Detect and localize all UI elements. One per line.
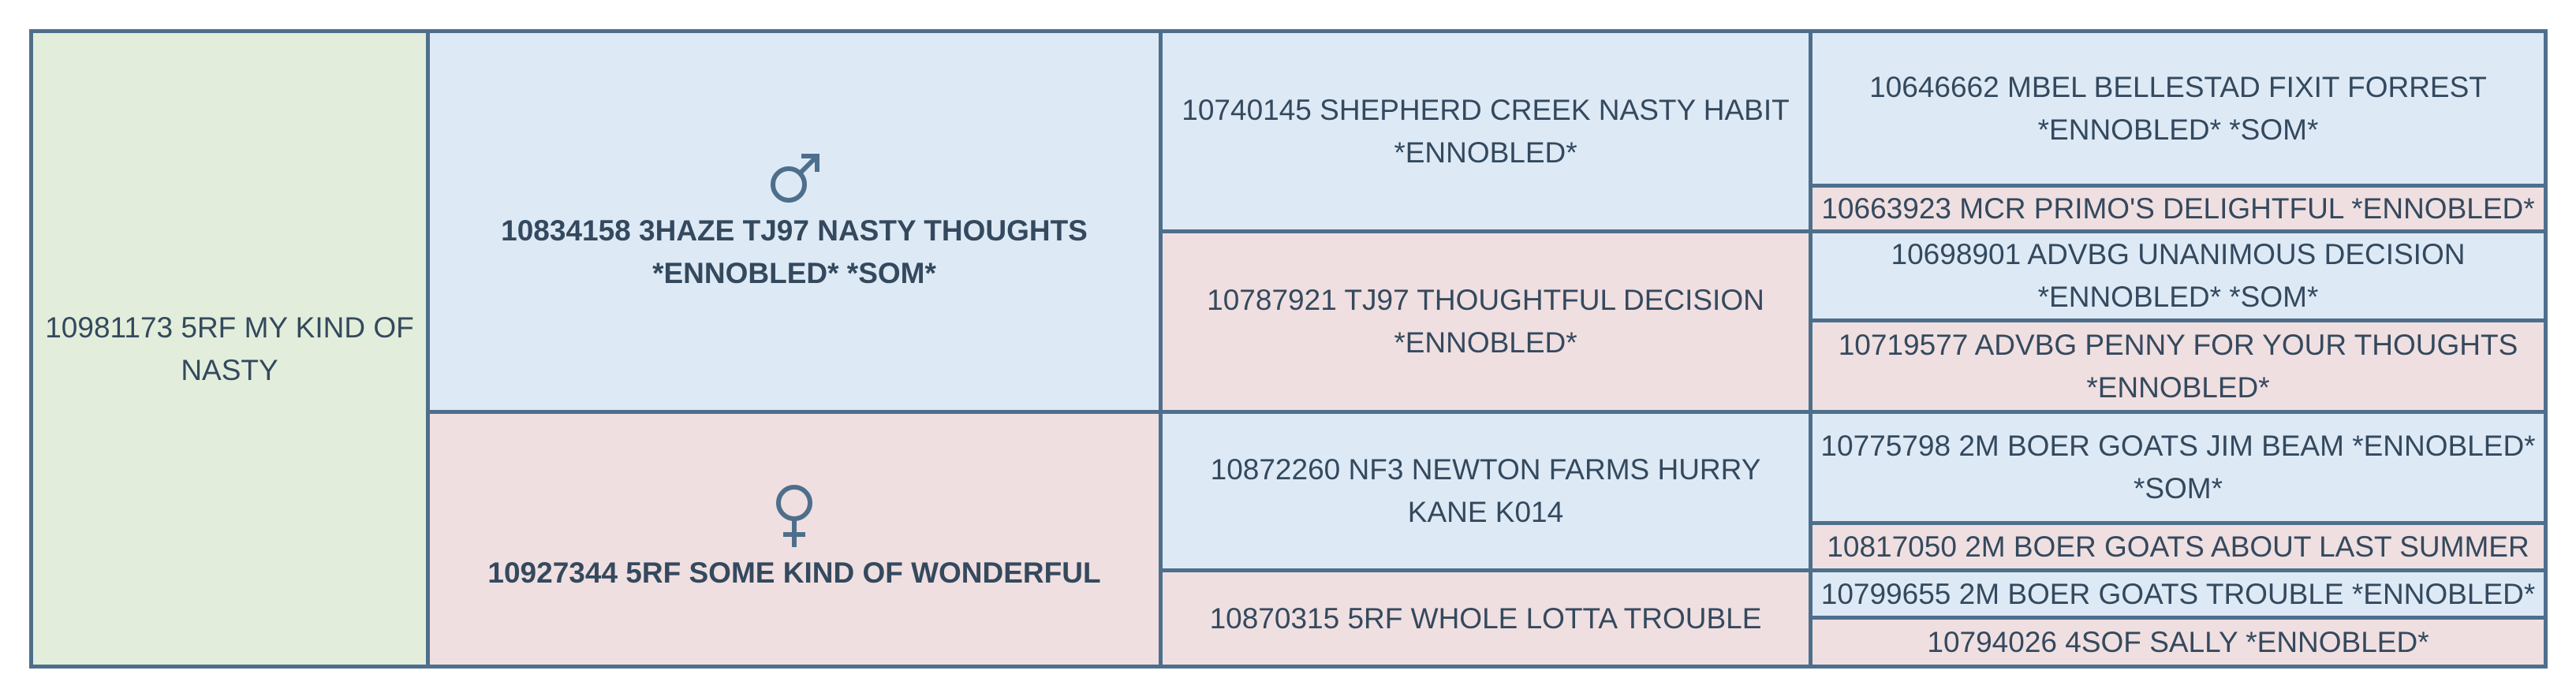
gen3-name-6: 10817050 2M BOER GOATS ABOUT LAST SUMMER xyxy=(1827,530,2529,563)
gen3-name-1: 10646662 MBEL BELLESTAD FIXIT FORREST *E… xyxy=(1869,70,2487,146)
sire-sire-name: 10740145 SHEPHERD CREEK NASTY HABIT *ENN… xyxy=(1182,93,1790,169)
dam-sire-name: 10872260 NF3 NEWTON FARMS HURRY KANE K01… xyxy=(1210,453,1761,528)
sire-dam-name: 10787921 TJ97 THOUGHTFUL DECISION *ENNOB… xyxy=(1207,284,1764,359)
gen3-cell-2[interactable]: 10663923 MCR PRIMO'S DELIGHTFUL *ENNOBLE… xyxy=(1813,188,2544,229)
sire-name: 10834158 3HAZE TJ97 NASTY THOUGHTS *ENNO… xyxy=(501,214,1088,289)
sire-dam-cell[interactable]: 10787921 TJ97 THOUGHTFUL DECISION *ENNOB… xyxy=(1163,233,1809,410)
gen3-cell-7[interactable]: 10799655 2M BOER GOATS TROUBLE *ENNOBLED… xyxy=(1813,572,2544,616)
dam-name: 10927344 5RF SOME KIND OF WONDERFUL xyxy=(487,557,1101,589)
dam-dam-cell[interactable]: 10870315 5RF WHOLE LOTTA TROUBLE xyxy=(1163,572,1809,665)
gen3-cell-4[interactable]: 10719577 ADVBG PENNY FOR YOUR THOUGHTS *… xyxy=(1813,322,2544,410)
gen3-cell-1[interactable]: 10646662 MBEL BELLESTAD FIXIT FORREST *E… xyxy=(1813,33,2544,184)
gen3-cell-5[interactable]: 10775798 2M BOER GOATS JIM BEAM *ENNOBLE… xyxy=(1813,414,2544,521)
sire-cell[interactable]: 10834158 3HAZE TJ97 NASTY THOUGHTS *ENNO… xyxy=(430,33,1159,410)
gen3-cell-6[interactable]: 10817050 2M BOER GOATS ABOUT LAST SUMMER xyxy=(1813,525,2544,568)
gen3-cell-3[interactable]: 10698901 ADVBG UNANIMOUS DECISION *ENNOB… xyxy=(1813,233,2544,318)
sire-sire-cell[interactable]: 10740145 SHEPHERD CREEK NASTY HABIT *ENN… xyxy=(1163,33,1809,229)
gen3-name-5: 10775798 2M BOER GOATS JIM BEAM *ENNOBLE… xyxy=(1820,430,2536,505)
gen3-name-8: 10794026 4SOF SALLY *ENNOBLED* xyxy=(1927,625,2429,658)
gen3-cell-8[interactable]: 10794026 4SOF SALLY *ENNOBLED* xyxy=(1813,620,2544,665)
gen3-name-7: 10799655 2M BOER GOATS TROUBLE *ENNOBLED… xyxy=(1820,577,2536,610)
female-icon xyxy=(776,485,812,547)
male-icon xyxy=(771,154,819,203)
dam-cell[interactable]: 10927344 5RF SOME KIND OF WONDERFUL xyxy=(430,414,1159,665)
gen3-name-4: 10719577 ADVBG PENNY FOR YOUR THOUGHTS *… xyxy=(1838,328,2518,404)
dam-dam-name: 10870315 5RF WHOLE LOTTA TROUBLE xyxy=(1209,601,1762,635)
subject-cell[interactable]: 10981173 5RF MY KIND OF NASTY xyxy=(33,33,426,665)
pedigree-chart: 10981173 5RF MY KIND OF NASTY 10834158 3… xyxy=(29,29,2548,669)
dam-sire-cell[interactable]: 10872260 NF3 NEWTON FARMS HURRY KANE K01… xyxy=(1163,414,1809,568)
subject-name: 10981173 5RF MY KIND OF NASTY xyxy=(45,311,414,386)
gen3-name-2: 10663923 MCR PRIMO'S DELIGHTFUL *ENNOBLE… xyxy=(1821,192,2535,225)
gen3-name-3: 10698901 ADVBG UNANIMOUS DECISION *ENNOB… xyxy=(1891,238,2466,313)
